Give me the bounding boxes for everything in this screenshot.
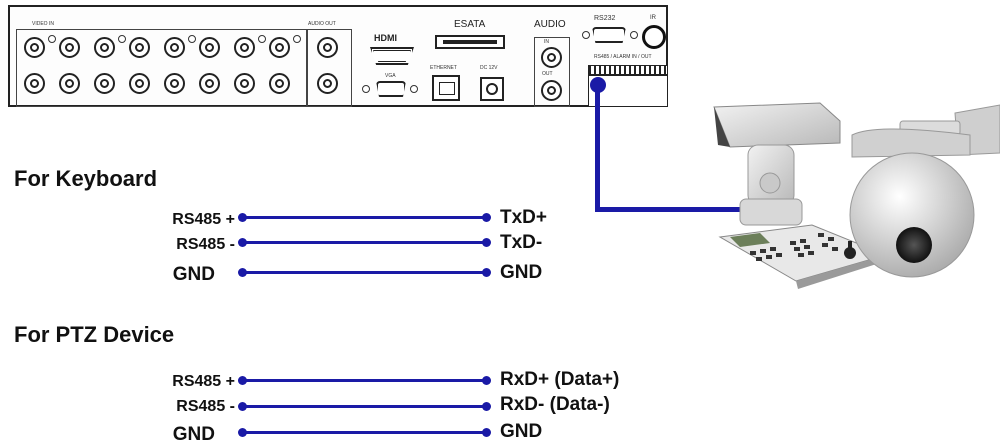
bnc-connector [269, 37, 290, 58]
indicator-dot [118, 35, 126, 43]
terminal-strip [588, 65, 668, 75]
hdmi-label: HDMI [374, 33, 397, 43]
wire-endpoint [482, 213, 491, 222]
ptz-wire-right-label: RxD- (Data-) [500, 394, 610, 415]
keyboard-wire-right-label: GND [500, 262, 543, 283]
indicator-dot [293, 35, 301, 43]
keyboard-wire [242, 241, 487, 244]
keyboard-wire-right-label: TxD- [500, 232, 543, 253]
vga-screw [410, 85, 418, 93]
bnc-connector [59, 37, 80, 58]
vga-label: VGA [385, 73, 396, 79]
bnc-connector [24, 73, 45, 94]
esata-label: ESATA [454, 19, 486, 30]
ptz-wire-left-label: RS485 - [176, 398, 235, 415]
audio-out-block [306, 29, 352, 107]
wire-endpoint [482, 376, 491, 385]
bnc-connector [317, 73, 338, 94]
rs485-alarm-label: RS485 / ALARM IN / OUT [594, 54, 652, 60]
bnc-connector [129, 73, 150, 94]
audio-sub-in-label: IN [544, 39, 549, 45]
cable-vertical-segment [595, 86, 600, 212]
section-title-ptz-device: For PTZ Device [14, 322, 175, 347]
dvr-rear-panel: VIDEO IN AUDIO OUT HDMI VGA ESATA ETHERN… [8, 5, 668, 107]
audio-sub-out-label: OUT [542, 71, 553, 77]
ptz-camera [713, 102, 841, 226]
ptz-wire-right-label: GND [500, 421, 543, 442]
indicator-dot [188, 35, 196, 43]
ptz-keyboard [718, 224, 888, 289]
ptz-dome-camera [849, 104, 1000, 278]
indicator-dot [258, 35, 266, 43]
cable-connector-node [590, 77, 606, 93]
ptz-wire [242, 405, 487, 408]
keyboard-wire-left-label: GND [172, 264, 215, 285]
ir-label: IR [650, 15, 656, 21]
audio-in-connector [541, 47, 562, 68]
ptz-wire-left-label: RS485 + [172, 373, 235, 390]
bnc-connector [59, 73, 80, 94]
keyboard-wire-left-label: RS485 + [172, 211, 235, 228]
cable-horizontal-segment [595, 207, 775, 212]
vga-port [376, 81, 406, 97]
keyboard-wire-left-label: RS485 - [176, 236, 235, 253]
bnc-connector [317, 37, 338, 58]
ethernet-port [432, 75, 460, 101]
wire-endpoint [482, 402, 491, 411]
bnc-connector [164, 73, 185, 94]
bnc-connector [94, 73, 115, 94]
ptz-equipment-illustration [713, 102, 1000, 289]
bnc-connector [234, 37, 255, 58]
vga-screw [362, 85, 370, 93]
wire-endpoint [482, 428, 491, 437]
keyboard-wire [242, 271, 487, 274]
bnc-connector [269, 73, 290, 94]
ptz-wire-left-label: GND [172, 424, 215, 445]
terminal-block [588, 75, 668, 107]
hdmi-port-inner [373, 50, 411, 62]
audio-label: AUDIO [534, 19, 566, 30]
audio-out-label: AUDIO OUT [308, 21, 336, 27]
bnc-connector [129, 37, 150, 58]
bnc-connector [234, 73, 255, 94]
rs232-port [592, 27, 626, 43]
audio-block [534, 37, 570, 107]
audio-out-connector [541, 80, 562, 101]
bnc-connector [24, 37, 45, 58]
video-in-label: VIDEO IN [32, 21, 54, 27]
bnc-connector [199, 73, 220, 94]
keyboard-wire-right-label: TxD+ [500, 207, 547, 228]
video-in-block [16, 29, 308, 107]
wire-endpoint [482, 238, 491, 247]
bnc-connector [94, 37, 115, 58]
rs232-screw [582, 31, 590, 39]
ptz-wire [242, 379, 487, 382]
wire-endpoint [482, 268, 491, 277]
ethernet-label: ETHERNET [430, 65, 457, 71]
bnc-connector [199, 37, 220, 58]
esata-port [435, 35, 505, 49]
bnc-connector [164, 37, 185, 58]
ptz-wire [242, 431, 487, 434]
rs232-screw [630, 31, 638, 39]
rs232-label: RS232 [594, 15, 616, 22]
dc-label: DC 12V [480, 65, 498, 71]
indicator-dot [48, 35, 56, 43]
keyboard-wire [242, 216, 487, 219]
ptz-wire-right-label: RxD+ (Data+) [500, 369, 620, 390]
dc-power-jack [480, 77, 504, 101]
ir-jack [642, 25, 666, 49]
section-title-keyboard: For Keyboard [14, 166, 158, 191]
